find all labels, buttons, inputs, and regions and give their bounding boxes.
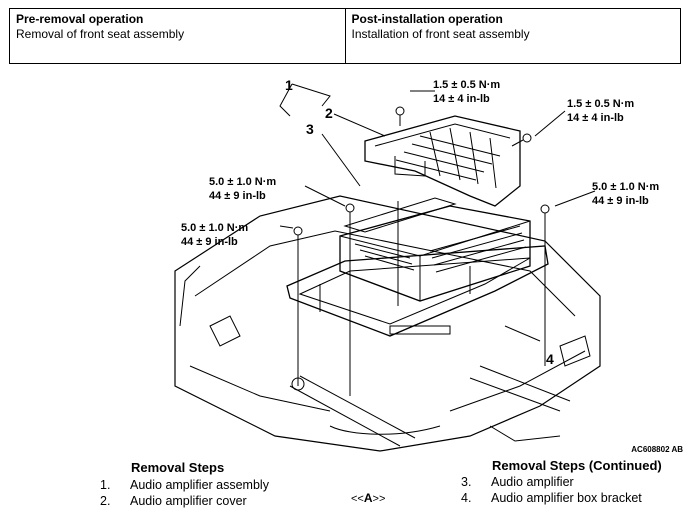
step-item: 2. Audio amplifier cover	[100, 493, 247, 509]
post-install-title: Post-installation operation	[351, 12, 503, 26]
ref-letter: A	[363, 491, 373, 505]
torque-5-inlb: 44 ± 9 in-lb	[181, 236, 238, 248]
torque-1-inlb: 14 ± 4 in-lb	[433, 93, 490, 105]
step-label: Audio amplifier cover	[130, 494, 247, 508]
step-number: 1.	[100, 478, 111, 492]
post-install-column: Post-installation operation Installation…	[344, 9, 681, 63]
torque-4-nm: 5.0 ± 1.0 N·m	[592, 181, 659, 193]
step-label: Audio amplifier assembly	[130, 478, 269, 492]
exploded-view-diagram: 1 2 3 4 1.5 ± 0.5 N·m 14 ± 4 in-lb 1.5 ±…	[0, 66, 691, 456]
step-item: 3. Audio amplifier	[461, 474, 574, 490]
reference-note-a: <<A>>	[351, 491, 385, 505]
callout-1: 1	[285, 77, 293, 93]
amplifier-illustration: 1 2 3 4 1.5 ± 0.5 N·m 14 ± 4 in-lb 1.5 ±…	[174, 77, 659, 452]
operations-table: Pre-removal operation Removal of front s…	[9, 8, 681, 64]
torque-2-inlb: 14 ± 4 in-lb	[567, 112, 624, 124]
pre-removal-column: Pre-removal operation Removal of front s…	[10, 9, 345, 63]
ref-prefix: <<	[351, 493, 364, 505]
figure-id: AC608802 AB	[631, 445, 683, 454]
step-item: 1. Audio amplifier assembly	[100, 477, 269, 493]
step-label: Audio amplifier	[491, 475, 574, 489]
torque-3-inlb: 44 ± 9 in-lb	[209, 190, 266, 202]
callout-3: 3	[306, 121, 314, 137]
pre-removal-text: Removal of front seat assembly	[16, 27, 185, 41]
pre-removal-title: Pre-removal operation	[16, 12, 144, 26]
torque-4-inlb: 44 ± 9 in-lb	[592, 195, 649, 207]
torque-1-nm: 1.5 ± 0.5 N·m	[433, 79, 500, 91]
torque-5-nm: 5.0 ± 1.0 N·m	[181, 222, 248, 234]
step-number: 3.	[461, 475, 472, 489]
torque-3-nm: 5.0 ± 1.0 N·m	[209, 176, 276, 188]
post-install-text: Installation of front seat assembly	[351, 27, 530, 41]
step-number: 2.	[100, 494, 111, 508]
ref-suffix: >>	[372, 493, 386, 505]
callout-2: 2	[325, 105, 333, 121]
step-item: 4. Audio amplifier box bracket	[461, 490, 642, 506]
step-label: Audio amplifier box bracket	[491, 491, 642, 505]
removal-steps-title: Removal Steps	[131, 460, 225, 475]
step-number: 4.	[461, 491, 472, 505]
callout-4: 4	[546, 351, 554, 367]
torque-2-nm: 1.5 ± 0.5 N·m	[567, 98, 634, 110]
removal-steps-continued-title: Removal Steps (Continued)	[492, 458, 662, 473]
